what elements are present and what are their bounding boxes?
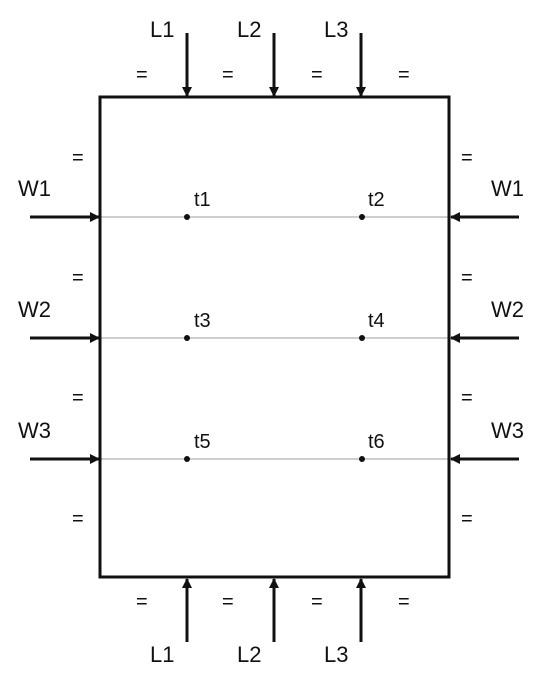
top-label-l1: L1 — [150, 17, 174, 42]
equal-mark-left-4: = — [72, 508, 84, 530]
equal-mark-top-3: = — [311, 64, 323, 86]
equal-mark-bottom-4: = — [398, 591, 410, 613]
point-label-t5: t5 — [194, 431, 211, 453]
equal-mark-left-1: = — [72, 147, 84, 169]
bottom-label-l1: L1 — [150, 642, 174, 667]
equal-mark-right-1: = — [461, 147, 473, 169]
equal-mark-top-2: = — [222, 64, 234, 86]
top-label-l3: L3 — [324, 17, 348, 42]
point-label-t6: t6 — [368, 431, 385, 453]
point-dot-t1 — [184, 214, 190, 220]
point-label-t2: t2 — [368, 189, 385, 211]
equal-mark-right-2: = — [461, 267, 473, 289]
left-label-w3: W3 — [18, 418, 51, 443]
equal-mark-left-2: = — [72, 267, 84, 289]
point-dot-t3 — [184, 335, 190, 341]
right-label-w3: W3 — [491, 418, 524, 443]
left-label-w1: W1 — [18, 176, 51, 201]
point-dot-t6 — [359, 456, 365, 462]
point-dot-t4 — [359, 335, 365, 341]
right-label-w1: W1 — [491, 176, 524, 201]
equal-mark-top-1: = — [136, 64, 148, 86]
plate-rectangle — [98, 95, 451, 579]
point-dot-t2 — [359, 214, 365, 220]
point-dot-t5 — [184, 456, 190, 462]
equal-mark-top-4: = — [398, 64, 410, 86]
top-label-l2: L2 — [237, 17, 261, 42]
point-label-t4: t4 — [368, 310, 385, 332]
equal-mark-bottom-3: = — [311, 591, 323, 613]
point-label-t3: t3 — [194, 310, 211, 332]
equal-mark-left-3: = — [72, 387, 84, 409]
bottom-label-l2: L2 — [237, 642, 261, 667]
equal-mark-right-3: = — [461, 387, 473, 409]
right-label-w2: W2 — [491, 297, 524, 322]
bottom-label-l3: L3 — [324, 642, 348, 667]
equal-mark-bottom-2: = — [222, 591, 234, 613]
equal-mark-right-4: = — [461, 508, 473, 530]
point-label-t1: t1 — [194, 189, 211, 211]
equal-mark-bottom-1: = — [136, 591, 148, 613]
left-label-w2: W2 — [18, 297, 51, 322]
